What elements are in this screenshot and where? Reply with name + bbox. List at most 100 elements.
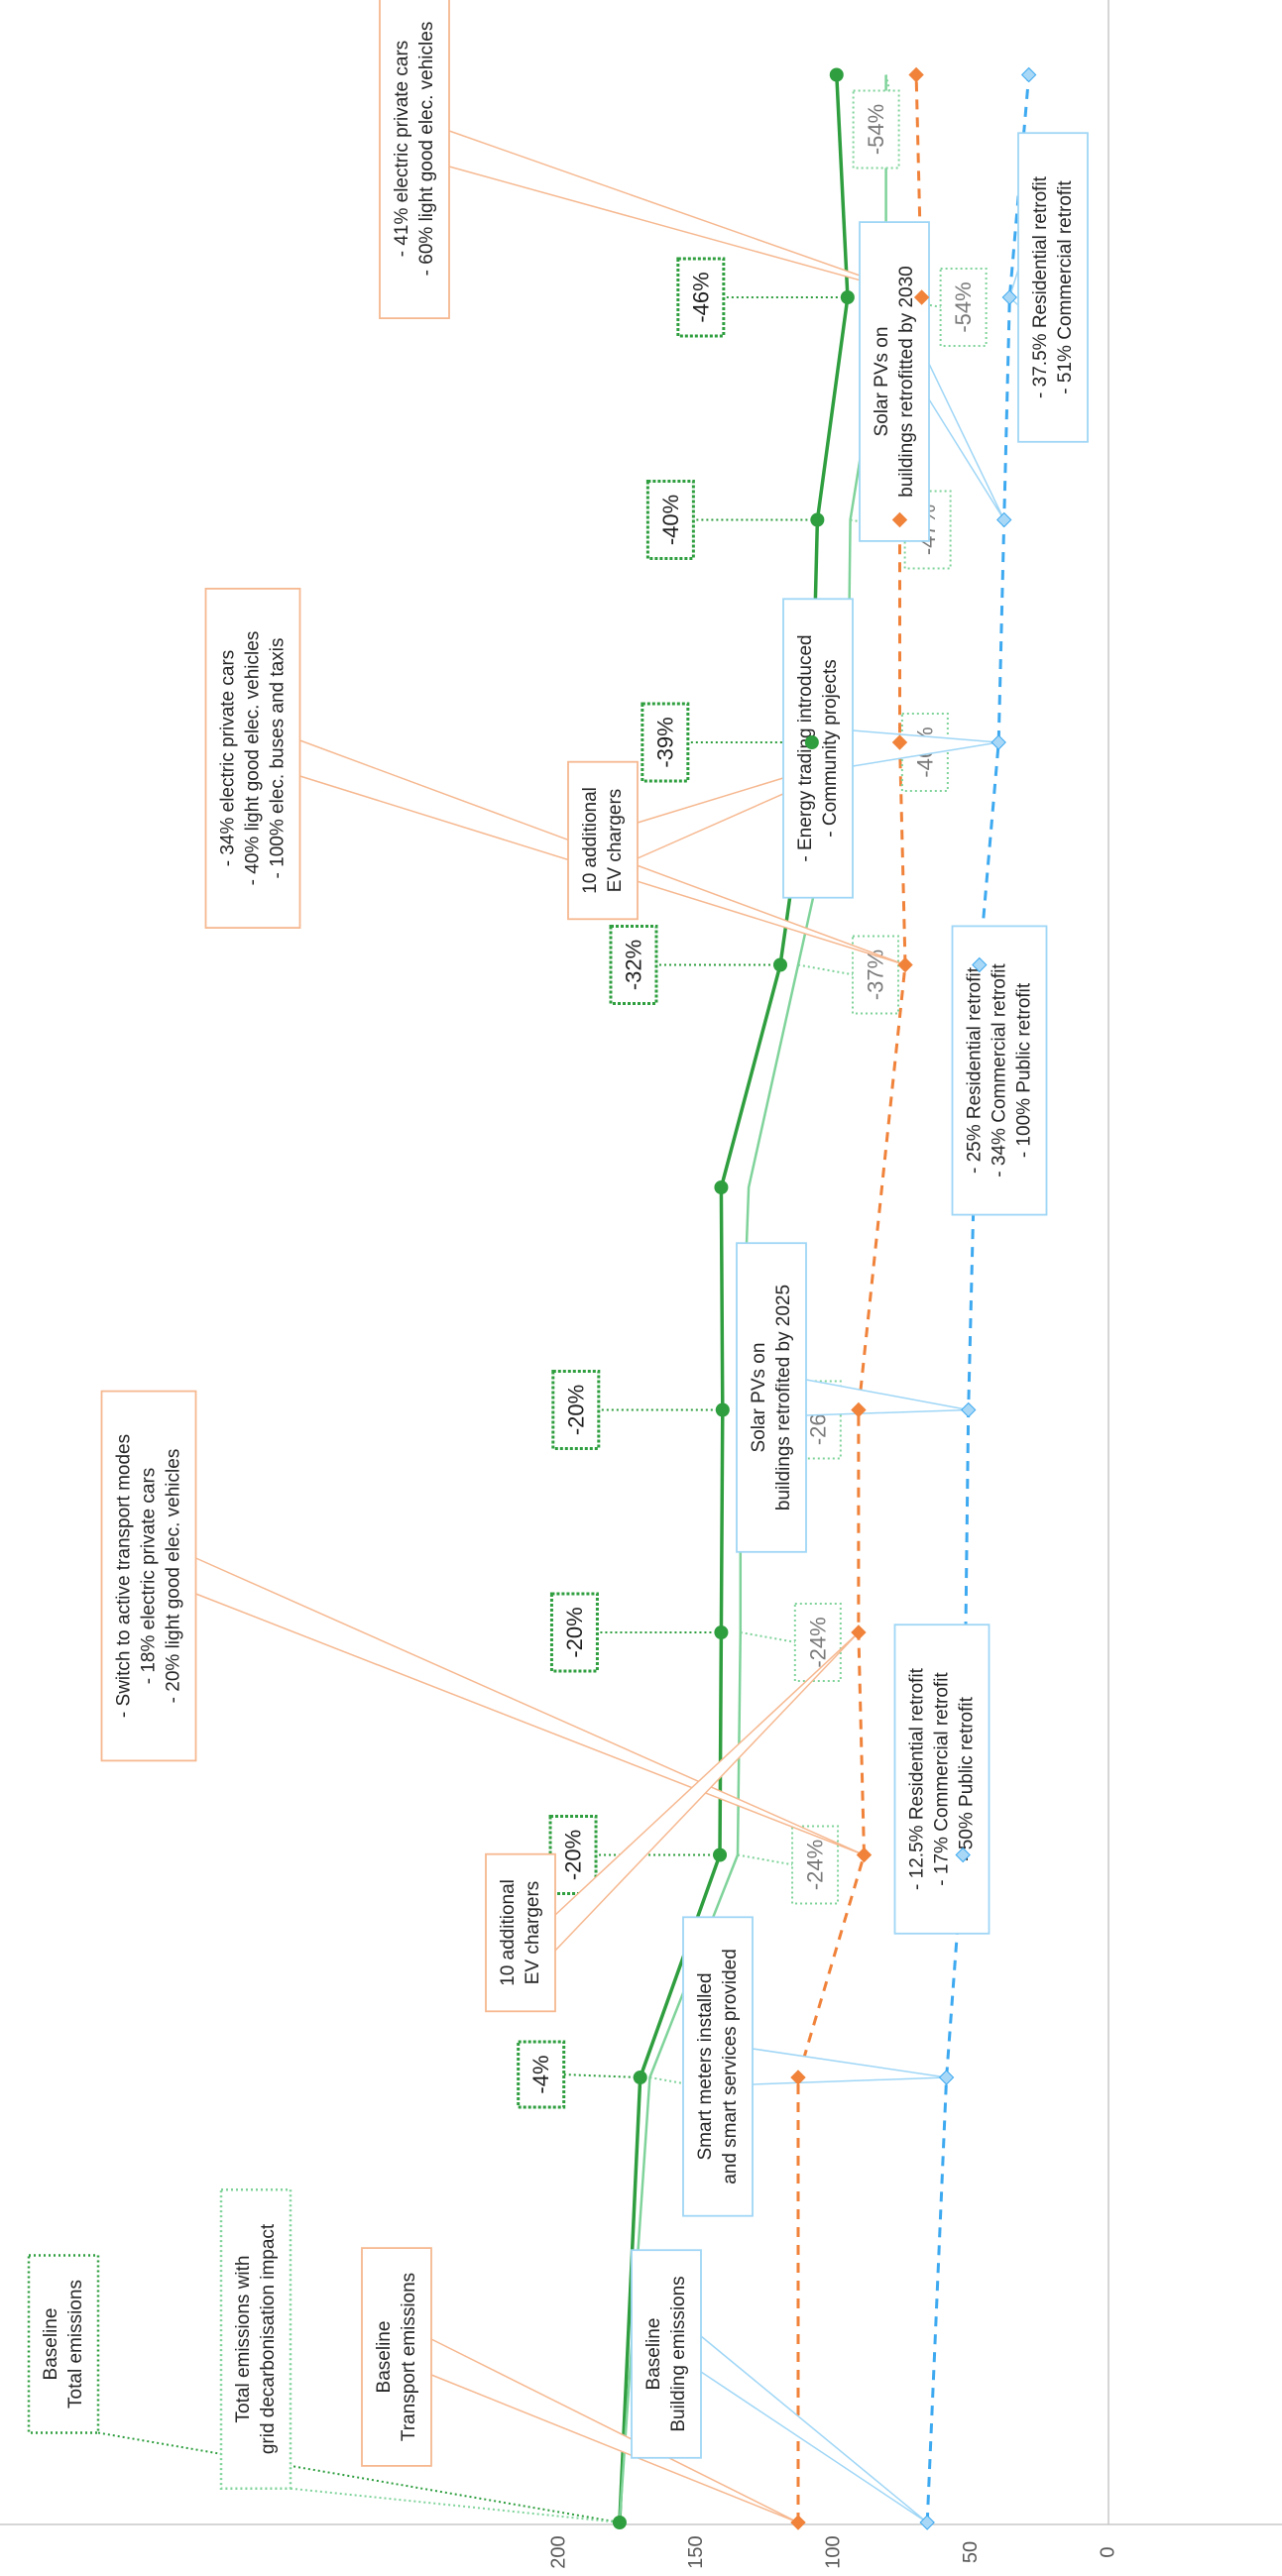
callout-line: Solar PVs on — [872, 327, 892, 437]
pct-text: -54% — [951, 281, 976, 332]
callout-pointer — [752, 2048, 947, 2085]
point-transport-8 — [891, 734, 908, 750]
pct-box — [793, 1603, 842, 1682]
callout-line: buildings retrofited by 2025 — [773, 1285, 794, 1511]
callout-line: - 37.5% Residential retrofit — [1030, 175, 1051, 398]
series-line-building — [925, 74, 1031, 2523]
point-building-11 — [1020, 66, 1037, 83]
point-transport-0 — [790, 2515, 806, 2530]
pct-box — [676, 257, 726, 338]
callout-pointer — [195, 1557, 865, 1856]
callout-line: - 34% Commercial retrofit — [990, 963, 1010, 1177]
callout-line: 10 additional — [580, 787, 601, 894]
point-building-2 — [938, 2070, 955, 2085]
callout-box — [631, 2249, 702, 2459]
pct-text: -20% — [561, 1830, 586, 1880]
callout-line: - 20% light good elec. vehicles — [164, 1449, 184, 1704]
point-total-2 — [633, 2071, 647, 2084]
callout-line: Baseline — [41, 2308, 61, 2381]
pct-label-total-decarb-10: -54% — [885, 268, 988, 347]
callout-box — [951, 925, 1048, 1216]
callout-line: - Community projects — [820, 659, 841, 838]
callout-text: - 34% electric private cars- 40% light g… — [218, 631, 289, 886]
point-total-11 — [829, 67, 844, 82]
annotation-building-7: - 25% Residential retrofit- 34% Commerci… — [951, 925, 1048, 1216]
callout-text: - 37.5% Residential retrofit- 51% Commer… — [1030, 175, 1076, 398]
callout-box — [782, 598, 854, 899]
point-total-3 — [713, 1848, 728, 1862]
callout-line: buildings retrofitted by 2030 — [896, 266, 917, 497]
pct-text: -39% — [652, 717, 677, 767]
callout-line: Total emissions — [65, 2280, 86, 2408]
point-transport-2 — [790, 2070, 806, 2085]
callout-line: - 60% light good elec. vehicles — [416, 22, 437, 277]
pct-label-total-10: -46% — [676, 257, 848, 338]
pct-text: -20% — [563, 1385, 588, 1435]
callout-box — [1017, 132, 1089, 443]
annotation-building-3: - 12.5% Residential retrofit- 17% Commer… — [893, 1624, 991, 1935]
point-total-5 — [715, 1402, 730, 1417]
pct-text: -24% — [805, 1617, 830, 1667]
y-tick-label-100: 100 — [822, 2535, 844, 2568]
callout-line: Transport emissions — [399, 2273, 419, 2441]
point-transport-7 — [897, 956, 913, 973]
y-tick-label-200: 200 — [547, 2535, 569, 2568]
callout-pointer — [430, 2338, 799, 2523]
callout-box — [859, 221, 930, 542]
callout-line: - Switch to active transport modes — [114, 1434, 135, 1718]
pct-label-total-9: -40% — [645, 480, 818, 560]
callout-text: - 41% electric private cars- 60% light g… — [392, 22, 437, 277]
point-transport-9 — [891, 511, 908, 528]
callout-line: Building emissions — [668, 2276, 689, 2431]
callout-box — [893, 1624, 991, 1935]
point-building-3 — [955, 1847, 971, 1863]
pct-text: -54% — [864, 104, 888, 155]
pct-label-total-8: -39% — [641, 702, 812, 783]
callout-line: Solar PVs on — [749, 1343, 769, 1453]
pct-box — [609, 925, 658, 1005]
callout-leader — [97, 2431, 621, 2523]
callout-box — [100, 1390, 197, 1762]
pct-box — [791, 1825, 840, 1905]
callout-line: - Energy trading introduced — [795, 634, 816, 861]
pct-text: -4% — [528, 2055, 553, 2093]
pct-label-total-3: -20% — [548, 1815, 721, 1895]
pct-text: -32% — [621, 940, 645, 990]
callout-line: - 100% Public retrofit — [1014, 982, 1035, 1158]
pct-box — [548, 1815, 598, 1895]
pct-box — [549, 1592, 599, 1673]
callout-text: - 12.5% Residential retrofit- 17% Commer… — [907, 1667, 978, 1890]
callout-text: - Switch to active transport modes- 18% … — [114, 1434, 184, 1718]
pct-label-total-5: -20% — [551, 1370, 723, 1450]
callout-line: - 51% Commercial retrofit — [1055, 180, 1076, 394]
callout-box — [379, 0, 450, 320]
series-markers — [612, 66, 1037, 2530]
callout-line: Smart meters installed — [695, 1972, 716, 2160]
point-total-0 — [612, 2516, 627, 2529]
annotation-building-8: - Energy trading introduced- Community p… — [782, 598, 999, 899]
point-total-9 — [810, 512, 825, 527]
callout-text: - Energy trading introduced- Community p… — [795, 634, 841, 861]
pct-text: -24% — [803, 1840, 828, 1890]
pct-label-total-4: -20% — [549, 1592, 722, 1673]
callout-box — [204, 588, 301, 930]
pct-leader — [797, 963, 855, 976]
pct-box — [939, 268, 988, 347]
point-building-8 — [991, 734, 1006, 750]
pct-label-total-7: -32% — [609, 925, 780, 1005]
point-total-10 — [840, 290, 855, 304]
point-total-4 — [714, 1625, 729, 1639]
callout-line: - 34% electric private cars — [218, 650, 239, 867]
pct-leader — [740, 1631, 796, 1643]
callout-box — [27, 2254, 100, 2434]
